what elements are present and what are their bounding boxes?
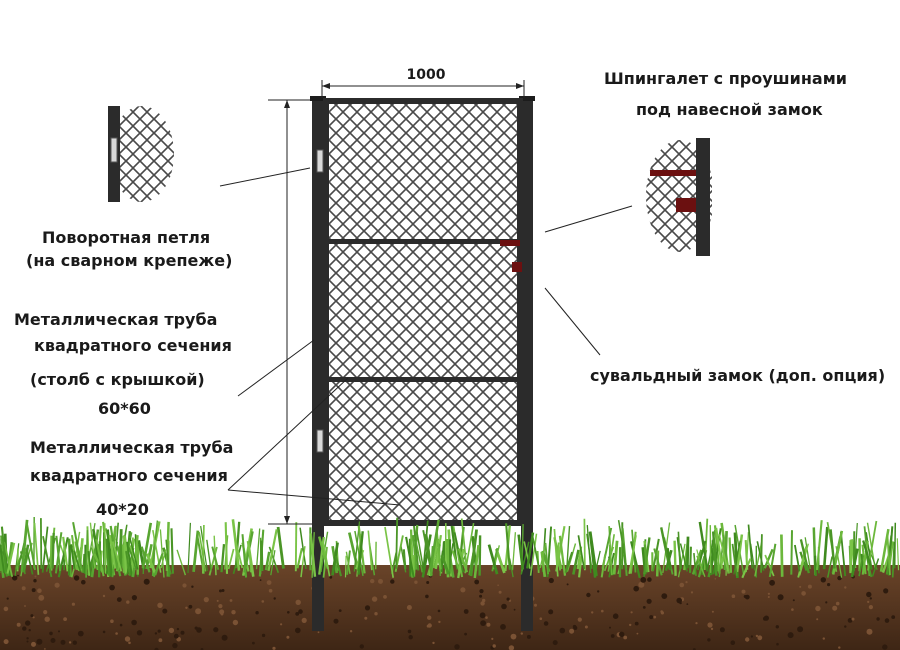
hinge-label-line2: (на сварном крепеже) bbox=[26, 251, 233, 270]
crossbar-upper bbox=[326, 239, 520, 244]
grass bbox=[0, 516, 900, 579]
width-dimension-label: 1000 bbox=[406, 67, 446, 83]
hinge-label-line1: Поворотная петля bbox=[42, 228, 211, 247]
hinge-detail-inset bbox=[108, 106, 174, 202]
leader-post bbox=[237, 339, 315, 397]
right-post-cap bbox=[519, 96, 535, 101]
post-pipe-label-line2: квадратного сечения bbox=[34, 336, 232, 355]
left-post-cap bbox=[310, 96, 326, 101]
frame-pipe-label-line1: Металлическая труба bbox=[30, 438, 234, 457]
frame-pipe-label-line3: 40*20 bbox=[96, 500, 149, 519]
leader-latch bbox=[544, 205, 633, 233]
latch-detail-inset bbox=[646, 138, 712, 256]
hinge-lower bbox=[316, 429, 324, 453]
lock-label: сувальдный замок (доп. опция) bbox=[590, 366, 886, 385]
soil-texture bbox=[3, 573, 896, 650]
frame-pipe-label-line2: квадратного сечения bbox=[30, 466, 228, 485]
leader-lock bbox=[544, 287, 601, 356]
gate-frame bbox=[323, 98, 523, 526]
latch-handle bbox=[500, 240, 520, 246]
crossbar-lower bbox=[326, 377, 520, 382]
width-dim-arrow-left bbox=[322, 83, 330, 89]
post-pipe-label-line3: (столб с крышкой) bbox=[30, 370, 205, 389]
right-post bbox=[521, 98, 533, 631]
soil bbox=[0, 565, 900, 650]
latch-label-line1: Шпингалет с проушинами bbox=[604, 69, 847, 88]
hinge-upper bbox=[316, 149, 324, 173]
post-pipe-label-line4: 60*60 bbox=[98, 399, 151, 418]
width-dim-arrow-right bbox=[516, 83, 524, 89]
latch-label-line2: под навесной замок bbox=[636, 100, 823, 119]
leader-frame-2 bbox=[227, 489, 401, 506]
gate-mesh bbox=[328, 104, 518, 522]
lock-box bbox=[512, 262, 522, 272]
leader-hinge bbox=[219, 167, 311, 187]
post-pipe-label-line1: Металлическая труба bbox=[14, 310, 218, 329]
leader-frame-1 bbox=[227, 377, 349, 491]
